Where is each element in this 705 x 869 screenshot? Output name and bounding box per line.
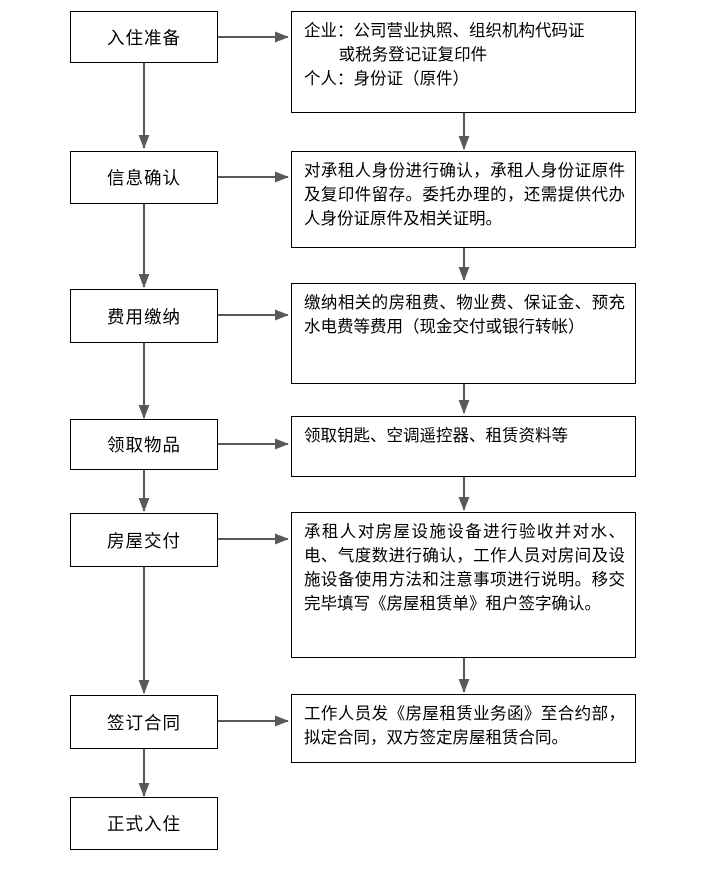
detail-node-xinxiqueren[interactable]: 对承租人身份进行确认，承租人身份证原件及复印件留存。委托办理的，还需提供代办人身…	[291, 151, 636, 248]
stage-node-xinxiqueren[interactable]: 信息确认	[70, 151, 218, 204]
detail-line: 个人：身份证（原件）	[304, 68, 469, 88]
stage-label: 入住准备	[107, 28, 181, 49]
detail-node-qiandinghetong[interactable]: 工作人员发《房屋租赁业务函》至合约部，拟定合同，双方签定房屋租赁合同。	[291, 694, 636, 763]
stage-label: 房屋交付	[107, 531, 181, 552]
detail-line: 或税务登记证复印件	[338, 44, 488, 64]
stage-label: 信息确认	[107, 169, 181, 189]
stage-label: 正式入住	[107, 815, 181, 835]
detail-text: 领取钥匙、空调遥控器、租赁资料等	[304, 426, 568, 445]
stage-node-fangwujiaofu[interactable]: 房屋交付	[70, 513, 218, 567]
detail-text: 承租人对房屋设施设备进行验收并对水、电、气度数进行确认，工作人员对房间及设施设备…	[304, 522, 625, 613]
stage-label: 费用缴纳	[107, 307, 181, 328]
stage-node-feiyongjiaona[interactable]: 费用缴纳	[70, 289, 218, 343]
stage-node-ruzhuzhunbei[interactable]: 入住准备	[70, 11, 218, 63]
stage-label: 签订合同	[107, 713, 181, 734]
detail-text: 工作人员发《房屋租赁业务函》至合约部，拟定合同，双方签定房屋租赁合同。	[304, 704, 625, 747]
stage-label: 领取物品	[107, 436, 181, 456]
detail-node-ruzhuzhunbei[interactable]: 企业：公司营业执照、组织机构代码证 或税务登记证复印件 个人：身份证（原件）	[291, 11, 636, 113]
detail-text: 对承租人身份进行确认，承租人身份证原件及复印件留存。委托办理的，还需提供代办人身…	[304, 161, 625, 228]
stage-node-lingquwupin[interactable]: 领取物品	[70, 419, 218, 470]
detail-line: 企业：公司营业执照、组织机构代码证	[304, 21, 585, 40]
detail-node-fangwujiaofu[interactable]: 承租人对房屋设施设备进行验收并对水、电、气度数进行确认，工作人员对房间及设施设备…	[291, 512, 636, 658]
detail-node-feiyongjiaona[interactable]: 缴纳相关的房租费、物业费、保证金、预充水电费等费用（现金交付或银行转帐）	[291, 283, 636, 384]
stage-node-zhengshiruzhu[interactable]: 正式入住	[70, 797, 218, 850]
detail-node-lingquwupin[interactable]: 领取钥匙、空调遥控器、租赁资料等	[291, 416, 636, 477]
stage-node-qiandinghetong[interactable]: 签订合同	[70, 695, 218, 749]
detail-text: 缴纳相关的房租费、物业费、保证金、预充水电费等费用（现金交付或银行转帐）	[304, 293, 625, 336]
